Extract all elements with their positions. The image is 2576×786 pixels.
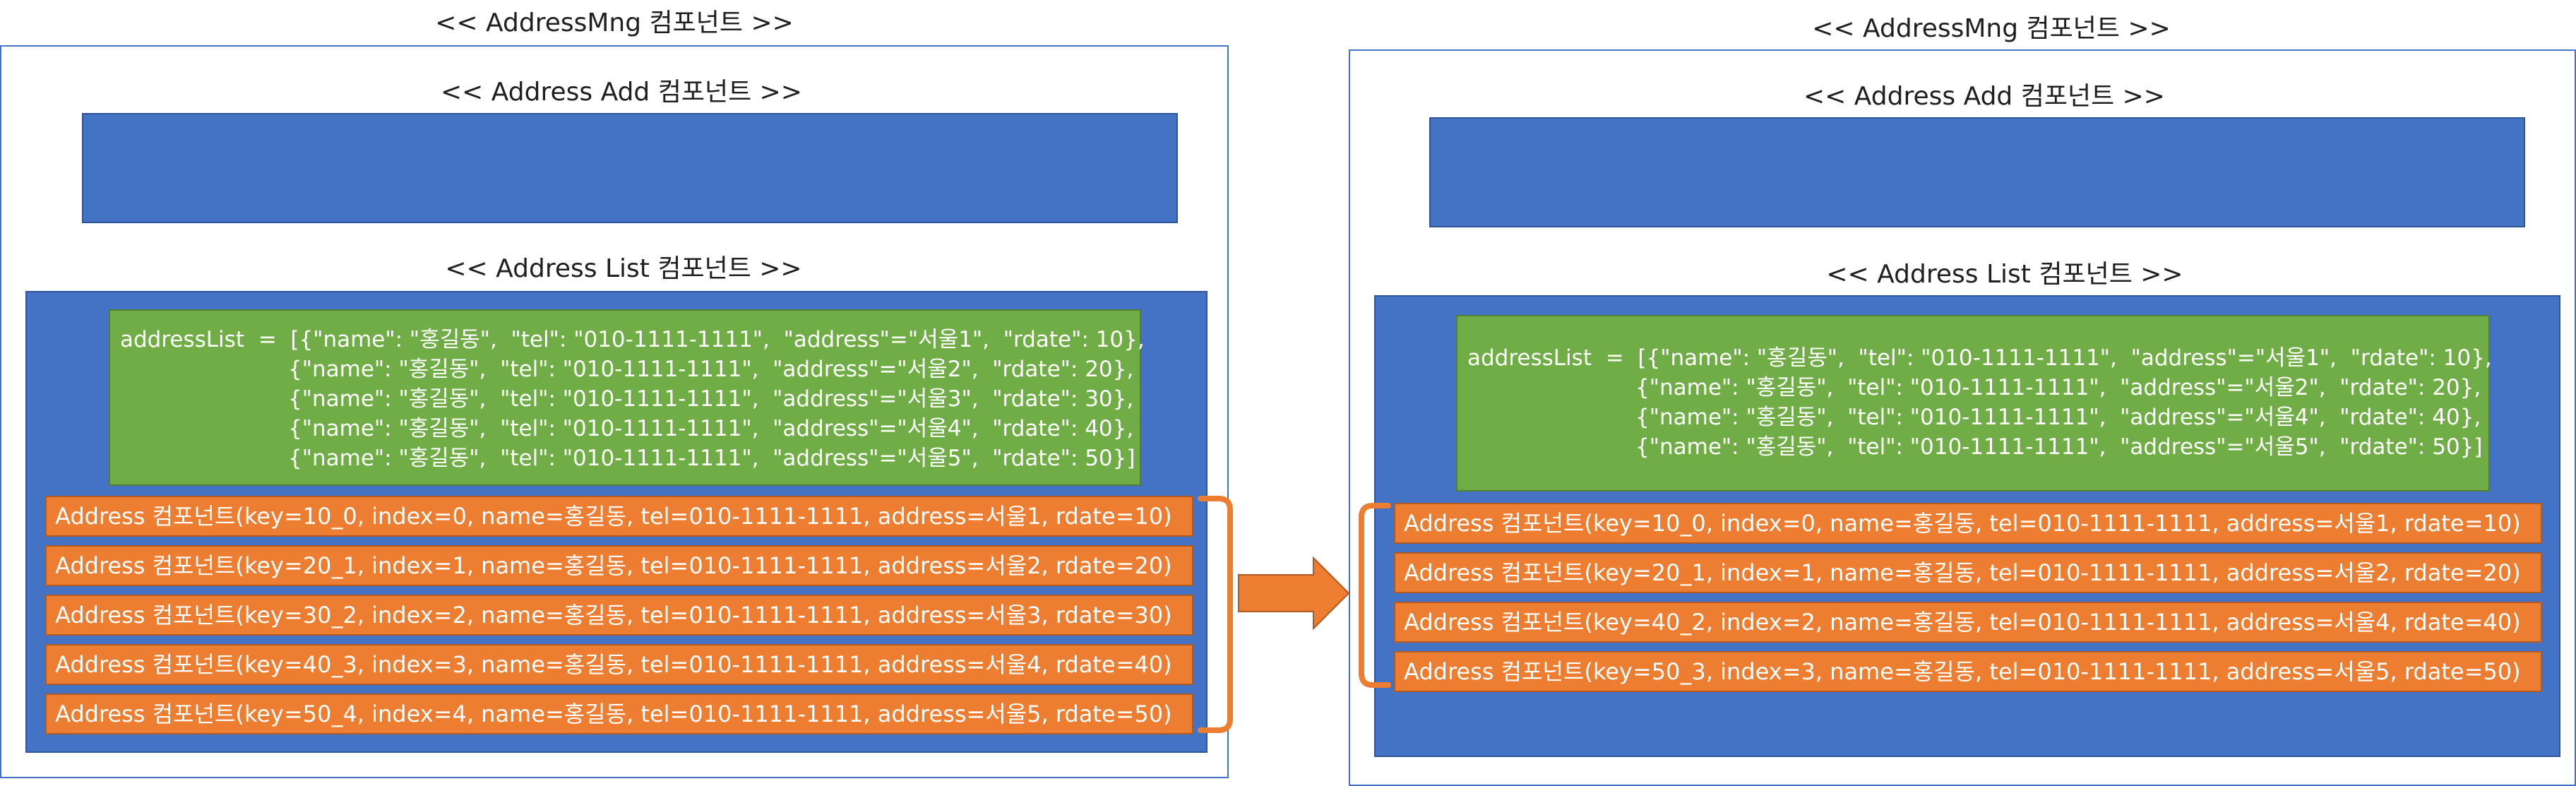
right-address-list-line: {"name": "홍길동", "tel": "010-1111-1111", …	[1635, 434, 2483, 460]
left-address-list-title: << Address List 컴포넌트 >>	[445, 254, 802, 283]
left-address-add-title: << Address Add 컴포넌트 >>	[441, 78, 802, 107]
right-address-list-line: addressList = [{"name": "홍길동", "tel": "0…	[1467, 345, 2492, 371]
right-address-add-component	[1429, 117, 2525, 227]
left-address-add-component	[82, 113, 1178, 223]
left-address-list-line: {"name": "홍길동", "tel": "010-1111-1111", …	[288, 446, 1135, 471]
right-address-mng-title: << AddressMng 컴포넌트 >>	[1812, 14, 2171, 43]
right-rows-brace	[1359, 503, 1391, 688]
transition-arrow-icon	[1238, 556, 1350, 631]
right-address-add-title: << Address Add 컴포넌트 >>	[1803, 82, 2165, 111]
right-address-row: Address 컴포넌트(key=10_0, index=0, name=홍길동…	[1394, 503, 2542, 544]
left-address-list-line: addressList = [{"name": "홍길동", "tel": "0…	[120, 327, 1145, 352]
left-address-row: Address 컴포넌트(key=50_4, index=4, name=홍길동…	[45, 693, 1193, 734]
left-address-row: Address 컴포넌트(key=30_2, index=2, name=홍길동…	[45, 595, 1193, 636]
right-address-list-line: {"name": "홍길동", "tel": "010-1111-1111", …	[1635, 405, 2481, 430]
left-address-list-line: {"name": "홍길동", "tel": "010-1111-1111", …	[288, 386, 1134, 412]
left-address-mng-title: << AddressMng 컴포넌트 >>	[435, 8, 794, 37]
left-address-row: Address 컴포넌트(key=40_3, index=3, name=홍길동…	[45, 644, 1193, 685]
left-address-row: Address 컴포넌트(key=10_0, index=0, name=홍길동…	[45, 496, 1193, 537]
right-address-list-title: << Address List 컴포넌트 >>	[1826, 260, 2183, 289]
left-address-list-line: {"name": "홍길동", "tel": "010-1111-1111", …	[288, 416, 1134, 441]
right-address-list-line: {"name": "홍길동", "tel": "010-1111-1111", …	[1635, 375, 2481, 400]
right-address-list-data: addressList = [{"name": "홍길동", "tel": "0…	[1456, 315, 2492, 492]
left-address-row: Address 컴포넌트(key=20_1, index=1, name=홍길동…	[45, 545, 1193, 586]
right-address-row: Address 컴포넌트(key=20_1, index=1, name=홍길동…	[1394, 552, 2542, 593]
left-address-list-data: addressList = [{"name": "홍길동", "tel": "0…	[109, 309, 1145, 486]
right-address-row: Address 컴포넌트(key=40_2, index=2, name=홍길동…	[1394, 602, 2542, 643]
left-address-list-line: {"name": "홍길동", "tel": "010-1111-1111", …	[288, 357, 1134, 382]
left-rows-brace	[1198, 496, 1233, 733]
right-address-row: Address 컴포넌트(key=50_3, index=3, name=홍길동…	[1394, 651, 2542, 692]
